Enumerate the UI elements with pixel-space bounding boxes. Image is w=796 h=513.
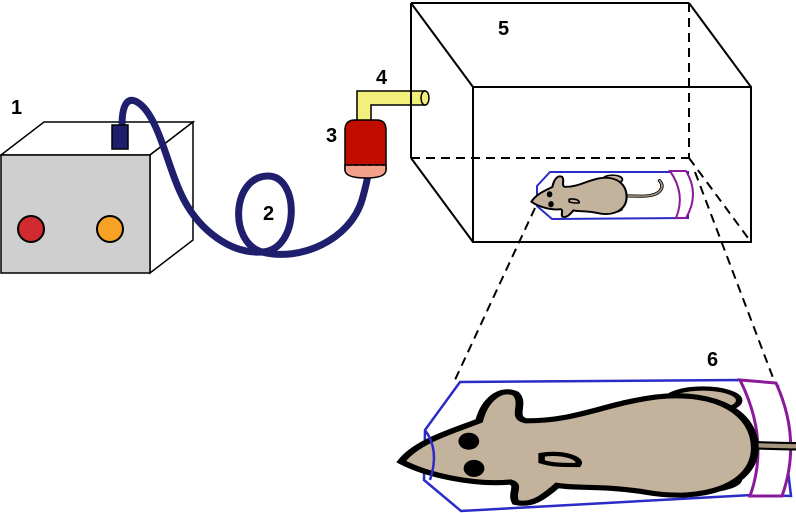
control-unit — [0, 120, 196, 275]
nose-cone-edge — [423, 429, 436, 481]
label-1: 1 — [11, 97, 22, 119]
unit-front-face — [0, 154, 151, 274]
label-2: 2 — [263, 203, 274, 225]
label-3: 3 — [326, 125, 337, 147]
zoom-line-left — [453, 207, 536, 383]
label-5: 5 — [498, 18, 509, 40]
nebulizer — [344, 119, 387, 179]
red-button-icon[interactable] — [17, 215, 45, 243]
zoom-line-right — [694, 171, 776, 384]
exposure-chamber — [410, 2, 752, 243]
label-6: 6 — [707, 349, 718, 371]
orange-button-icon[interactable] — [96, 215, 124, 243]
tube-connector — [111, 124, 129, 150]
tubing — [118, 96, 372, 258]
restrainer-small — [529, 170, 694, 221]
restrainer-enlarged — [401, 378, 796, 513]
label-4: 4 — [376, 67, 388, 89]
